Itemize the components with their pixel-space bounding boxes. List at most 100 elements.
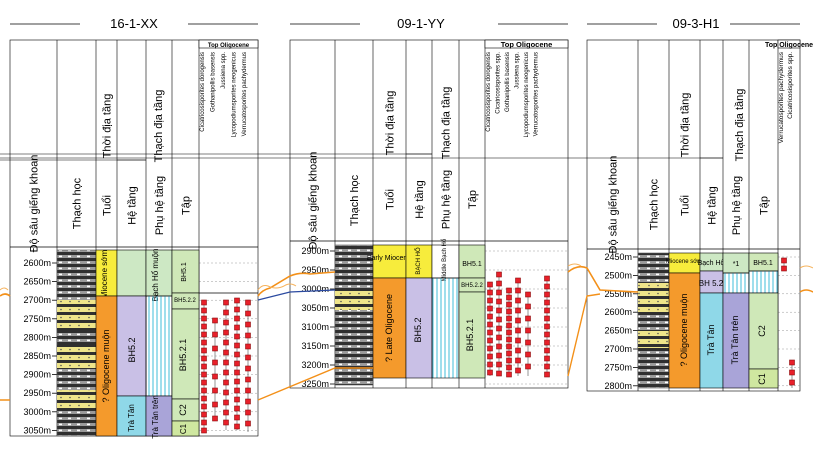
taxon-label: Verrucatosporites pachydermus <box>778 51 785 143</box>
sample-range-1-marker <box>781 265 787 272</box>
sample-range-2-marker <box>212 373 218 380</box>
sample-range-5-marker <box>525 351 531 358</box>
header-age: Tuổi <box>102 195 114 216</box>
depth-label: 2950m <box>23 388 51 398</box>
header-formation: Hệ tầng <box>127 186 139 225</box>
sample-range-5-marker <box>245 332 251 339</box>
header-age-group: Thời địa tầng <box>102 94 114 159</box>
sample-range-2-marker <box>496 280 502 287</box>
well-frame <box>586 39 801 392</box>
sample-range-1-marker <box>201 371 207 378</box>
sample-range-1-marker <box>487 329 493 336</box>
taxon-label: Verrucatosporites pachydermus <box>242 52 248 136</box>
header-top-oligocene: Top Oligocene <box>208 43 250 49</box>
sample-range-4-marker <box>234 405 240 412</box>
sample-range-2-marker <box>212 387 218 394</box>
sample-range-4-marker <box>234 315 240 322</box>
sample-range-3-marker <box>506 350 512 357</box>
sample-range-3-marker <box>223 359 229 366</box>
sample-range-4-marker <box>515 307 521 314</box>
sample-range-5-marker <box>245 310 251 317</box>
member-label: C1 <box>179 423 188 434</box>
depth-label: 3250m <box>301 379 329 389</box>
sample-range-5-marker <box>525 327 531 334</box>
sample-range-6-marker <box>544 315 550 322</box>
taxon-label: Cicatricosisporites dorogensis <box>200 52 206 132</box>
subformation-late-bach-ho <box>145 249 173 297</box>
sample-range-2-marker <box>496 289 502 296</box>
depth-label: 2850m <box>23 351 51 361</box>
header-age: Tuổi <box>680 195 692 216</box>
sample-range-5-marker <box>245 420 251 427</box>
sample-range-6-marker <box>544 283 550 290</box>
formation-bh52 <box>116 295 147 397</box>
sample-range-6-marker <box>544 347 550 354</box>
depth-label: 2800m <box>23 332 51 342</box>
sample-range-4-marker <box>234 378 240 385</box>
age-late-oligocene <box>668 272 701 389</box>
subformation-hatch <box>145 295 173 397</box>
taxon-label: Gothanipollis basensis <box>211 52 217 112</box>
sample-range-1-marker <box>201 411 207 418</box>
age-label: ? Oligocene muộn <box>101 329 111 402</box>
sample-range-1-marker <box>487 313 493 320</box>
taxon-label: Cicatricosisporites dorogensis <box>486 52 492 132</box>
sample-range-3-marker <box>223 329 229 336</box>
sample-range-4-marker <box>234 351 240 358</box>
correlation-wavy-line <box>567 263 813 269</box>
member-label: BH5.1 <box>181 262 188 282</box>
sample-range-3-marker <box>223 339 229 346</box>
sample-range-1-marker <box>201 347 207 354</box>
correlation-lower-line <box>0 293 601 401</box>
depth-label: 2450m <box>604 252 632 262</box>
age-label: Miocene sớm <box>100 249 109 298</box>
depth-label: 2900m <box>301 246 329 256</box>
subformation-hatch <box>722 272 750 294</box>
member-bh51 <box>171 249 200 294</box>
sample-range-3-marker <box>506 357 512 364</box>
sample-range-1-marker <box>201 419 207 426</box>
sample-range-2-marker <box>496 316 502 323</box>
sample-range-2-marker <box>496 352 502 359</box>
top-oligocene-box <box>777 39 801 49</box>
depth-label: 2600m <box>23 258 51 268</box>
header-depth: Độ sâu giếng khoan <box>308 152 320 250</box>
member-label: BH5.2.2 <box>461 283 483 289</box>
sample-range-6-marker <box>544 291 550 298</box>
lithology-sand-bed <box>57 345 96 369</box>
member-c1 <box>171 420 200 437</box>
sample-range-3-marker <box>223 299 229 306</box>
depth-label: 2750m <box>23 314 51 324</box>
well-name: 09-3-H1 <box>673 16 720 31</box>
sample-range-1-marker <box>201 315 207 322</box>
sample-range-1-marker <box>487 321 493 328</box>
sample-range-1-marker <box>201 395 207 402</box>
sample-range-2-marker <box>496 334 502 341</box>
subformation-label: Trà Tân trên <box>730 315 740 364</box>
depth-label: 2500m <box>604 270 632 280</box>
sample-range-2-marker <box>212 401 218 408</box>
sample-range-2-marker <box>789 379 795 386</box>
sample-range-4-marker <box>234 333 240 340</box>
formation-label: Trà Tân <box>127 404 136 432</box>
sample-range-1-marker <box>487 361 493 368</box>
well-name: 16-1-XX <box>110 16 158 31</box>
member-bh521 <box>171 308 200 400</box>
sample-range-6-marker <box>544 363 550 370</box>
member-bh521 <box>458 291 486 379</box>
sample-range-5-marker <box>245 299 251 306</box>
subformation-hatch <box>431 277 460 379</box>
sample-range-6-marker <box>544 299 550 306</box>
header-lithology: Thạch học <box>72 177 84 229</box>
sample-range-1-marker <box>201 363 207 370</box>
member-label: BH5.2.1 <box>465 319 475 352</box>
sample-range-1-marker <box>201 387 207 394</box>
taxon-label: Cicatricosisporites spp. <box>496 52 502 114</box>
sample-range-5-marker <box>245 354 251 361</box>
sample-range-5-marker <box>245 387 251 394</box>
sample-range-2-marker <box>212 415 218 422</box>
sample-range-6-marker <box>544 371 550 378</box>
